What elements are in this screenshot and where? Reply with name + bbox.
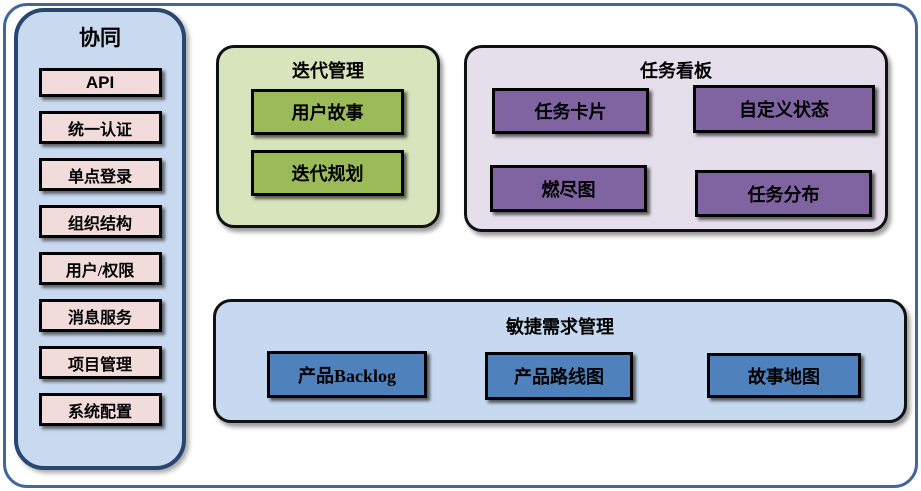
section-iteration-management: 迭代管理 用户故事 迭代规划 (216, 45, 440, 228)
sidebar-item-list: API 统一认证 单点登录 组织结构 用户/权限 消息服务 项目管理 系统配置 (38, 68, 162, 426)
sidebar-item-user-permission: 用户/权限 (38, 252, 162, 285)
sidebar-item-project-management: 项目管理 (38, 346, 162, 379)
section-task-kanban: 任务看板 任务卡片 自定义状态 燃尽图 任务分布 (464, 45, 888, 232)
sidebar-title: 协同 (79, 27, 121, 50)
sidebar-item-system-config: 系统配置 (38, 393, 162, 426)
box-product-roadmap: 产品路线图 (485, 352, 633, 400)
outer-frame (3, 3, 918, 488)
section-iteration-title: 迭代管理 (292, 61, 364, 81)
box-task-distribution: 任务分布 (695, 170, 872, 217)
sidebar-item-api: API (38, 68, 162, 97)
section-agile-requirements: 敏捷需求管理 产品Backlog 产品路线图 故事地图 (213, 299, 907, 423)
sidebar-item-org-structure: 组织结构 (38, 205, 162, 238)
box-product-backlog: 产品Backlog (267, 351, 427, 398)
section-agile-title: 敏捷需求管理 (506, 317, 614, 337)
box-custom-status: 自定义状态 (693, 85, 875, 133)
box-iteration-planning: 迭代规划 (251, 150, 404, 196)
box-story-map: 故事地图 (707, 353, 861, 398)
box-burndown-chart: 燃尽图 (490, 165, 647, 212)
sidebar-item-single-sign-on: 单点登录 (38, 158, 162, 191)
box-task-card: 任务卡片 (492, 88, 649, 134)
sidebar-item-message-service: 消息服务 (38, 299, 162, 332)
sidebar-collaboration: 协同 API 统一认证 单点登录 组织结构 用户/权限 消息服务 项目管理 系统… (14, 8, 186, 470)
section-kanban-title: 任务看板 (640, 61, 712, 81)
box-user-story: 用户故事 (251, 89, 404, 135)
sidebar-item-unified-auth: 统一认证 (38, 111, 162, 144)
